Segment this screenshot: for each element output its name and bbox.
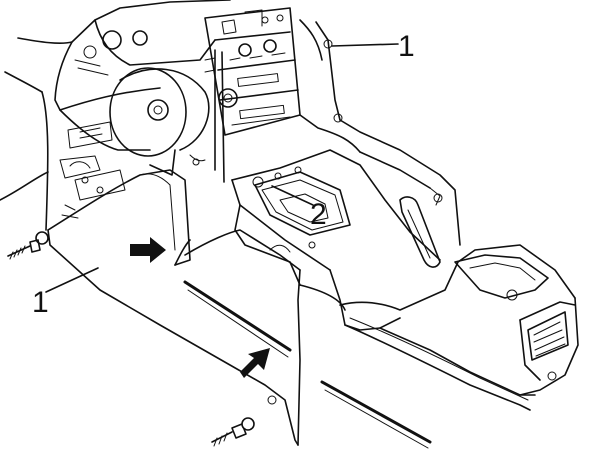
callout-label-left-trim: 1 xyxy=(32,286,49,319)
dashboard xyxy=(0,0,231,231)
center-console xyxy=(231,149,579,411)
screw-icon xyxy=(211,417,255,447)
callout-label-right-trim: 1 xyxy=(398,30,415,63)
screw-icon xyxy=(7,239,41,260)
leader-lines xyxy=(45,43,399,293)
callout-label-console: 2 xyxy=(310,198,327,231)
sill-trim-strip xyxy=(320,380,432,449)
left-kick-panel xyxy=(35,169,301,446)
right-pillar-trim xyxy=(299,19,461,246)
arrow-pointer-icon xyxy=(130,237,166,263)
arrow-pointer-icon xyxy=(240,348,270,378)
